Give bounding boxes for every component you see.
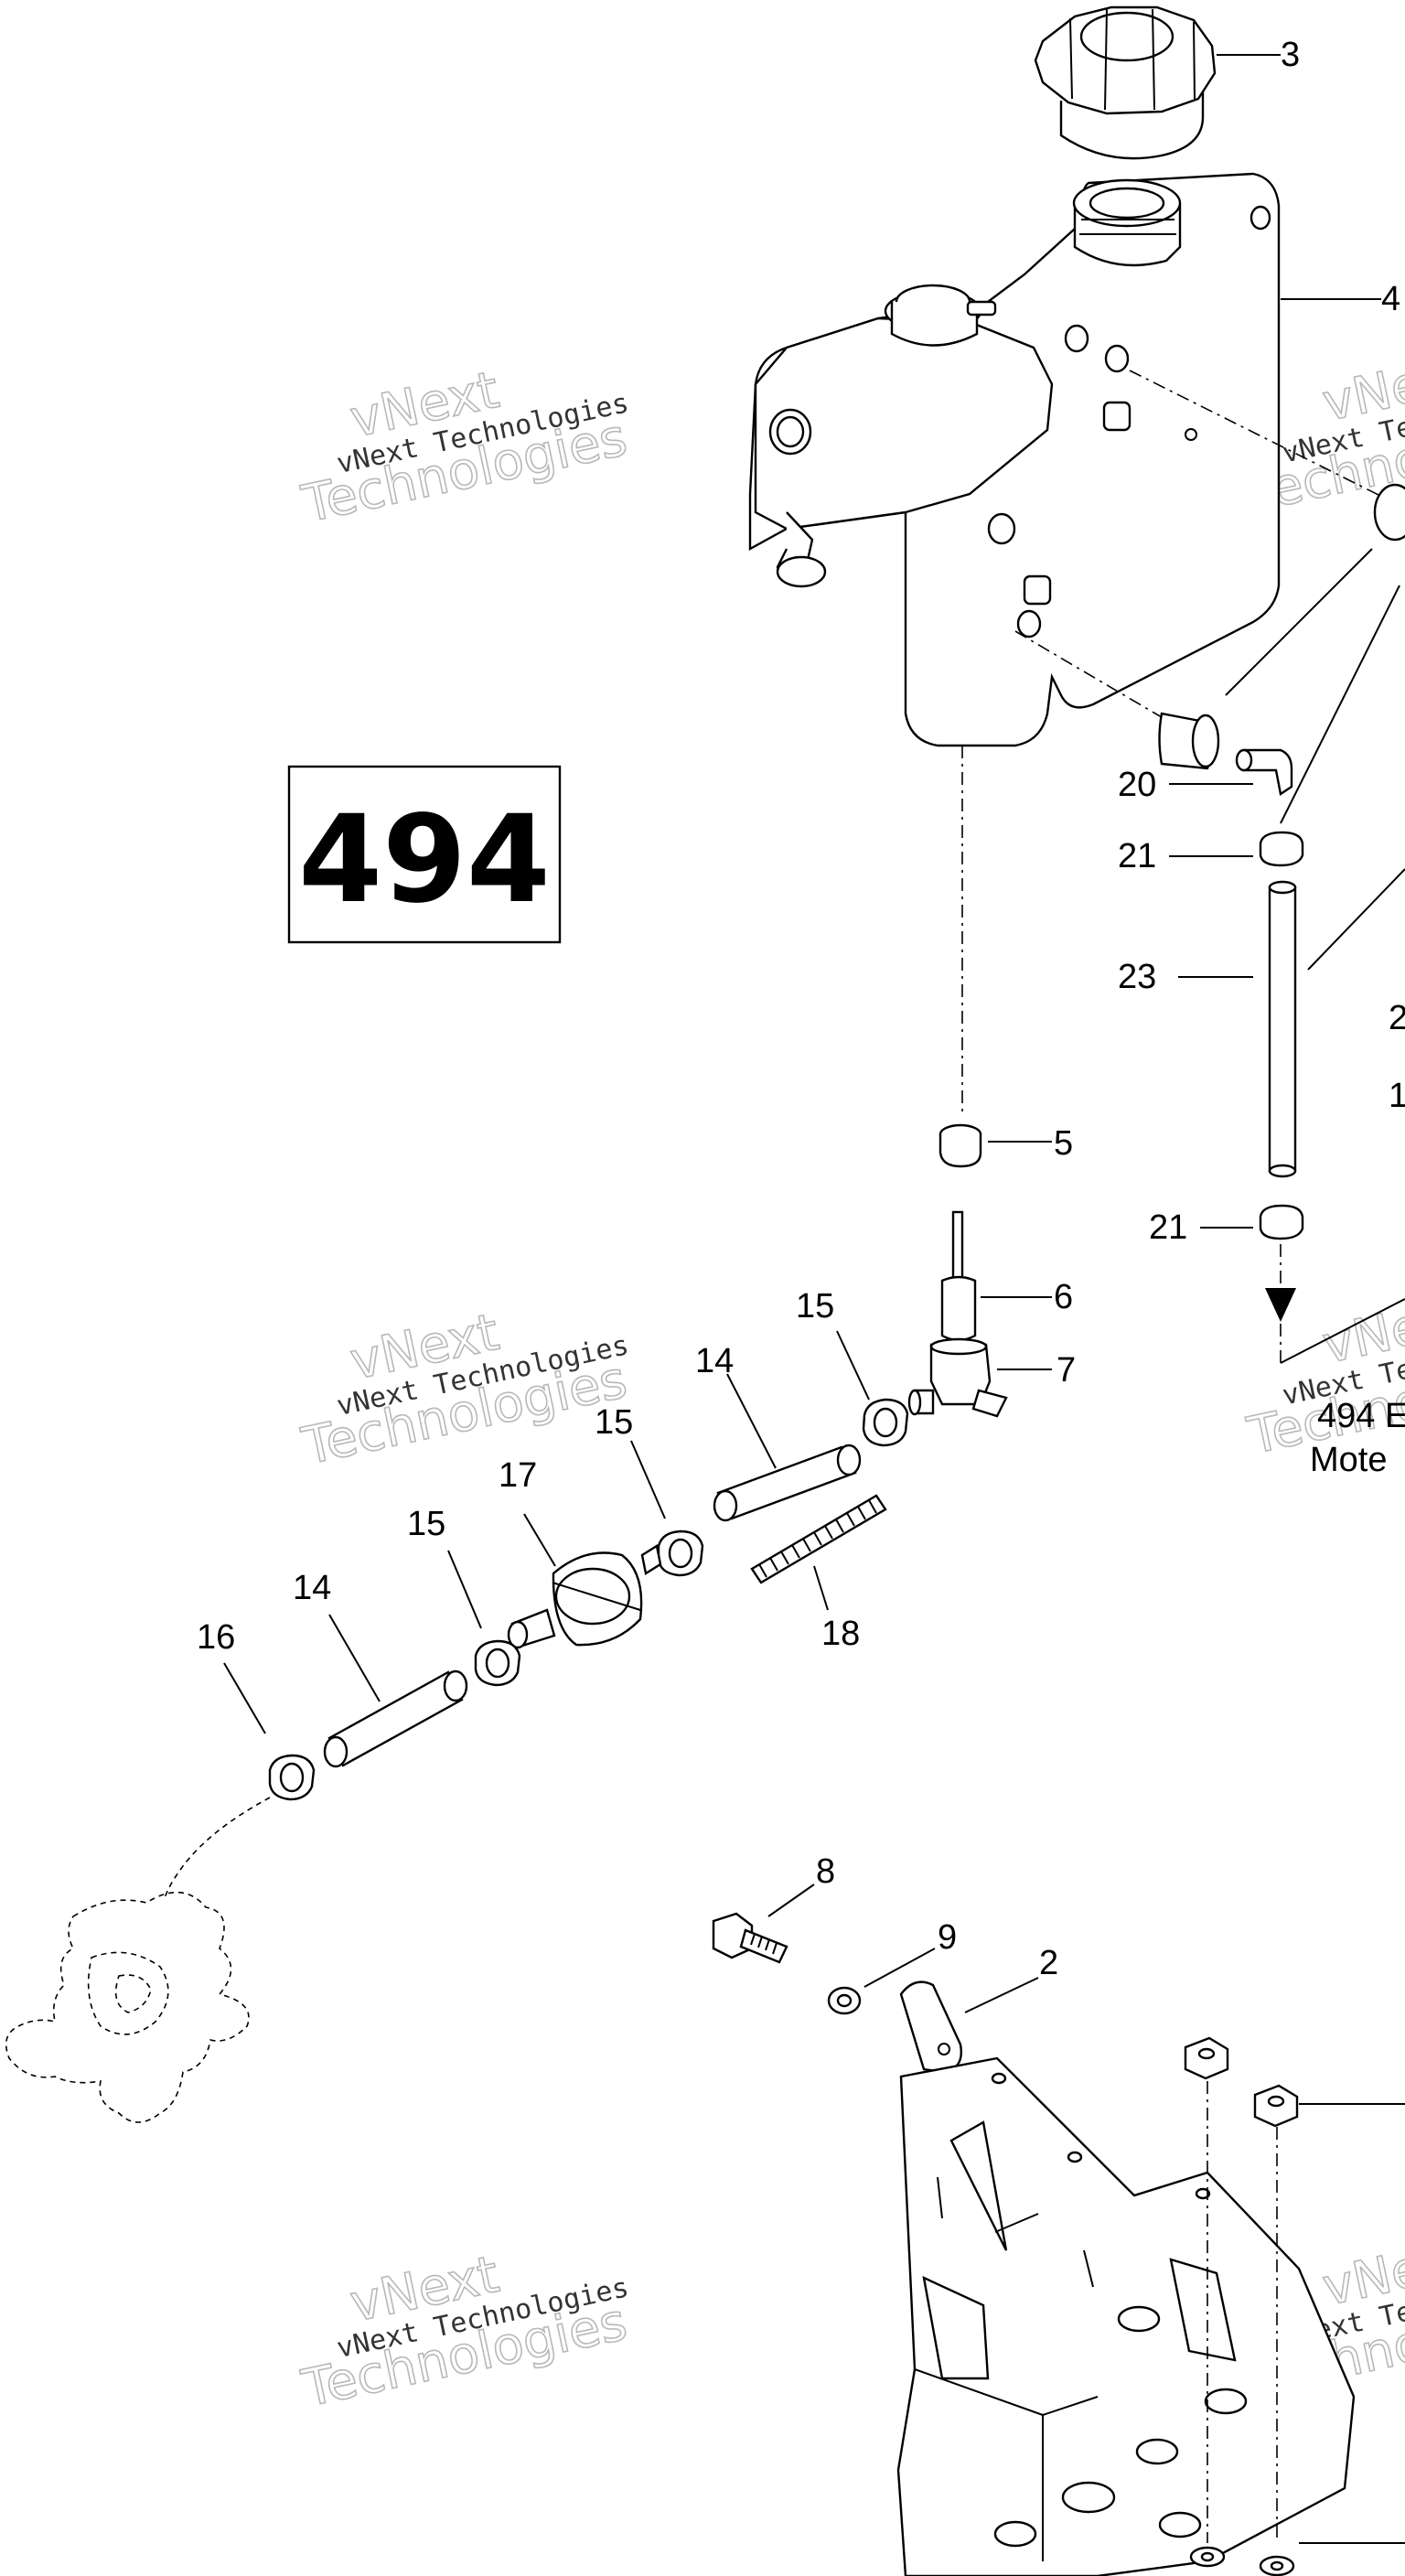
callout-14-lower: 14 <box>293 1569 331 1607</box>
callout-15-middle: 15 <box>595 1403 633 1442</box>
bolt <box>712 1884 815 1964</box>
hardware-nuts <box>1184 2036 1405 2576</box>
grommet <box>938 1123 1052 1168</box>
mounting-bracket <box>896 2056 1356 2576</box>
callout-15-lower: 15 <box>407 1505 445 1543</box>
callout-3: 3 <box>1281 36 1300 74</box>
callout-9: 9 <box>938 1918 957 1957</box>
watermark-top-left: vNext Technologies vNext Technologies <box>296 360 633 535</box>
clip <box>899 1977 1039 2074</box>
callout-6: 6 <box>1054 1278 1073 1316</box>
callout-5: 5 <box>1054 1124 1073 1163</box>
fuel-filter <box>507 1513 662 1649</box>
callout-7: 7 <box>1056 1351 1076 1390</box>
cross-reference-line1: 494 E <box>1317 1397 1405 1435</box>
watermark-middle-right: vNext Technologies vNext Technologies <box>1242 1285 1405 1466</box>
oil-tank <box>748 172 1381 747</box>
callout-15-upper: 15 <box>796 1287 834 1326</box>
callout-21-lower: 21 <box>1149 1208 1187 1247</box>
filler-cap <box>1034 5 1281 160</box>
watermark-bottom-left: vNext Technologies vNext Technologies <box>296 2244 633 2420</box>
callout-2: 2 <box>1039 1944 1058 1982</box>
clamp-middle <box>630 1440 704 1577</box>
ghost-pump-outline <box>5 1797 271 2123</box>
spring <box>750 1494 887 1611</box>
outlet-fitting-assembly <box>1014 630 1405 1364</box>
callout-23: 23 <box>1118 958 1156 996</box>
callout-18: 18 <box>821 1615 860 1653</box>
model-number: 494 <box>298 789 551 930</box>
clamp-upper <box>836 1330 909 1447</box>
callout-14-upper: 14 <box>695 1342 734 1380</box>
shut-off-valve <box>907 1337 1052 1418</box>
callout-20: 20 <box>1118 766 1156 804</box>
clamp-lower <box>447 1550 521 1687</box>
callout-16: 16 <box>197 1618 235 1657</box>
callout-edge-1: 1 <box>1389 1077 1405 1115</box>
right-edge-fittings <box>1129 370 1405 971</box>
callout-21-upper: 21 <box>1118 837 1156 875</box>
pickup-tube <box>940 1210 1052 1342</box>
cross-reference-line2: Mote <box>1310 1441 1387 1479</box>
callout-edge-2: 2 <box>1389 999 1405 1037</box>
hose-upper <box>713 1373 862 1522</box>
model-number-box: 494 <box>287 765 562 944</box>
callout-8: 8 <box>816 1852 835 1891</box>
callout-4: 4 <box>1381 280 1400 318</box>
hose-lower <box>323 1614 468 1768</box>
callout-17: 17 <box>499 1456 537 1495</box>
watermark-middle-left: vNext Technologies vNext Technologies <box>296 1302 633 1477</box>
clamp-16 <box>223 1662 316 1801</box>
lock-washer <box>827 1948 936 2015</box>
